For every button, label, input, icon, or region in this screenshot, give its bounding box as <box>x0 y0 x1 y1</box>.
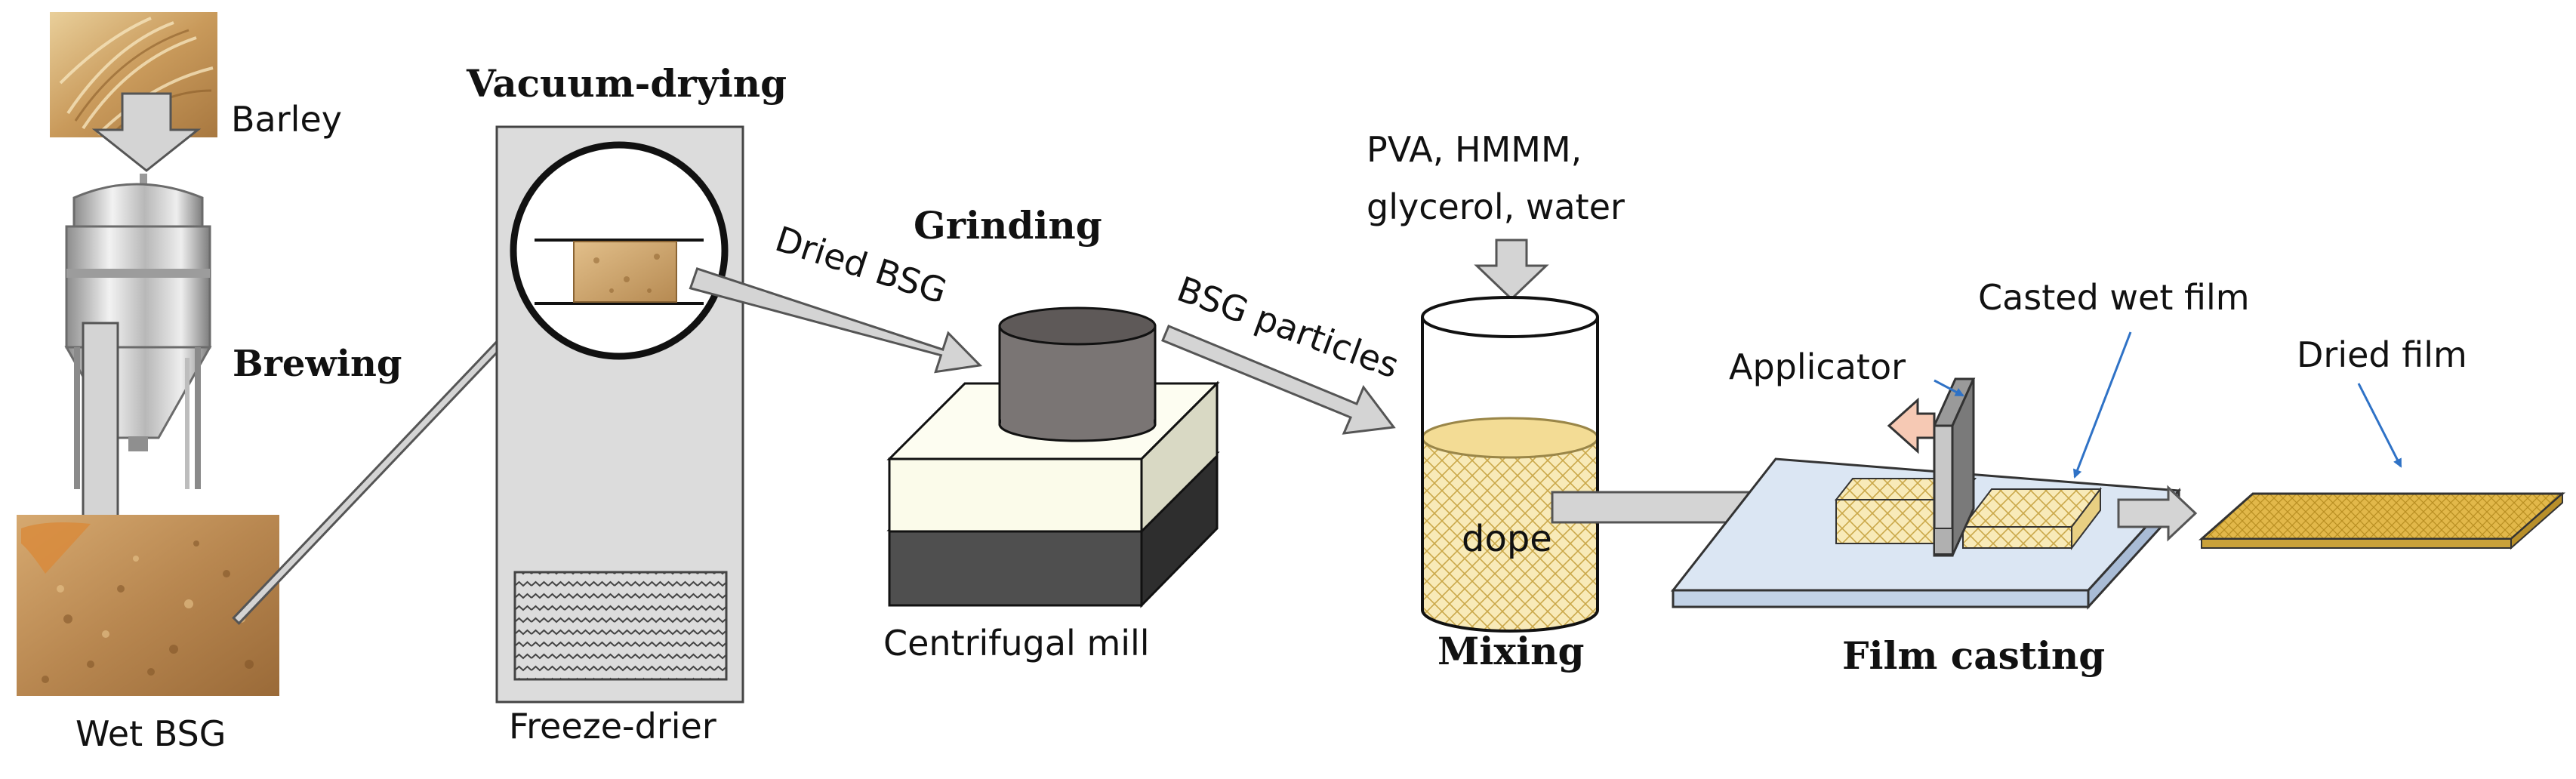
casted-wet-film-label: Casted wet film <box>1978 277 2250 318</box>
bsg-particles-label: BSG particles <box>1172 269 1404 386</box>
brewing-label: Brewing <box>233 343 402 385</box>
dried-film-label: Dried film <box>2297 334 2467 375</box>
freeze-drier <box>495 125 744 704</box>
barley-label: Barley <box>231 99 342 140</box>
vacuum-drying-label: Vacuum-drying <box>466 61 787 106</box>
freeze-drier-label: Freeze-drier <box>509 706 716 747</box>
additives-label-line1: PVA, HMMM, <box>1367 129 1582 170</box>
applicator-label: Applicator <box>1729 346 1906 387</box>
additives-label-line2: glycerol, water <box>1367 186 1625 227</box>
mixing-label: Mixing <box>1437 629 1584 673</box>
arrow-particles <box>1161 325 1396 435</box>
dope-label: dope <box>1462 518 1552 560</box>
dried-film-sheet <box>2199 491 2565 550</box>
arrow-casting-to-dried-film <box>2117 485 2198 542</box>
film-casting-label: Film casting <box>1842 633 2105 678</box>
wet-bsg-label: Wet BSG <box>75 713 226 754</box>
arrow-vacuum-to-grinding <box>689 267 983 374</box>
arrow-additives-to-mixing <box>1474 239 1549 301</box>
film-casting-setup <box>1670 377 2182 610</box>
bsg-sample-tray <box>573 241 677 303</box>
grinding-label: Grinding <box>914 203 1102 248</box>
arrow-barley-to-brewing <box>91 92 202 172</box>
casted-wet-film-callout <box>2072 331 2132 479</box>
dried-film-callout <box>2357 383 2402 468</box>
wet-bsg-photo <box>17 515 279 696</box>
applicator-direction-arrow <box>1887 397 1936 454</box>
applicator-callout <box>1934 379 1964 397</box>
mixing-beaker <box>1421 296 1599 633</box>
centrifugal-mill <box>886 306 1220 608</box>
applicator-blade <box>1932 377 1976 557</box>
freeze-drier-vent <box>513 571 728 681</box>
centrifugal-mill-label: Centrifugal mill <box>883 623 1150 664</box>
